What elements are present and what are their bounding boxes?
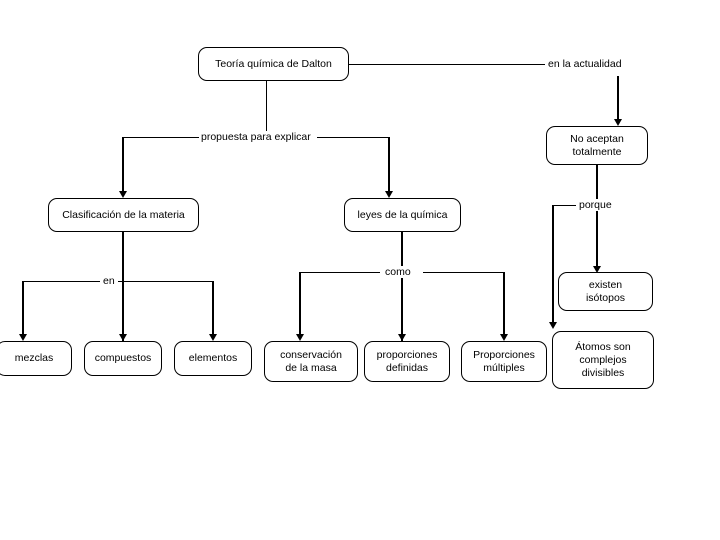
node-label-line-2: complejos bbox=[579, 353, 627, 366]
node-atomos-son-complejos-divisibles[interactable]: Átomos son complejos divisibles bbox=[552, 331, 654, 389]
node-label-line-1: Átomos son bbox=[575, 340, 631, 353]
arrow-to-leyes bbox=[385, 191, 393, 198]
node-proporciones-definidas[interactable]: proporciones definidas bbox=[364, 341, 450, 382]
node-label-line-1: conservación bbox=[280, 348, 342, 361]
arrow-to-existen-isotopos bbox=[593, 266, 601, 273]
node-teoria-quimica-de-dalton[interactable]: Teoría química de Dalton bbox=[198, 47, 349, 81]
arrow-to-conservacion bbox=[296, 334, 304, 341]
connector-to-mezclas bbox=[22, 281, 24, 337]
node-label: Teoría química de Dalton bbox=[215, 57, 332, 70]
node-label: elementos bbox=[188, 352, 238, 364]
node-label-line-2: isótopos bbox=[585, 291, 626, 304]
node-label-line-2: de la masa bbox=[285, 361, 337, 374]
arrow-to-elementos bbox=[209, 334, 217, 341]
arrow-to-no-aceptan bbox=[614, 119, 622, 126]
connector-en-bar-left bbox=[23, 281, 100, 282]
node-proporciones-multiples[interactable]: Proporciones múltiples bbox=[461, 341, 547, 382]
node-label: mezclas bbox=[14, 352, 54, 364]
node-clasificacion-de-la-materia[interactable]: Clasificación de la materia bbox=[48, 198, 199, 232]
connector-actualidad-to-no-aceptan bbox=[617, 76, 619, 124]
node-label-line-1: proporciones bbox=[376, 348, 438, 361]
connector-porque-drop bbox=[552, 205, 554, 325]
connector-como-bar-right bbox=[423, 272, 504, 273]
node-label-line-1: No aceptan bbox=[570, 132, 624, 145]
node-label-line-3: divisibles bbox=[581, 366, 625, 379]
node-label: leyes de la química bbox=[357, 208, 448, 221]
edge-label-como: como bbox=[383, 266, 413, 278]
arrow-to-compuestos bbox=[119, 334, 127, 341]
arrow-to-clasificacion bbox=[119, 191, 127, 198]
node-elementos[interactable]: elementos bbox=[174, 341, 252, 376]
node-compuestos[interactable]: compuestos bbox=[84, 341, 162, 376]
arrow-to-proporciones-multiples bbox=[500, 334, 508, 341]
node-label-line-1: Proporciones bbox=[473, 348, 535, 361]
connector-como-bar-left bbox=[300, 272, 380, 273]
connector-dalton-to-actualidad bbox=[349, 64, 545, 65]
arrow-to-mezclas bbox=[19, 334, 27, 341]
arrow-to-proporciones-definidas bbox=[398, 334, 406, 341]
connector-en-bar-right bbox=[118, 281, 213, 282]
connector-to-clasificacion bbox=[122, 137, 124, 194]
node-leyes-de-la-quimica[interactable]: leyes de la química bbox=[344, 198, 461, 232]
arrow-to-atomos-son-complejos bbox=[549, 322, 557, 329]
edge-label-en: en bbox=[101, 275, 117, 287]
connector-clasificacion-stem bbox=[122, 232, 124, 342]
connector-propuesta-bar-right bbox=[317, 137, 390, 138]
node-label-line-2: múltiples bbox=[483, 361, 525, 374]
edge-label-propuesta-para-explicar: propuesta para explicar bbox=[199, 131, 313, 143]
node-existen-isotopos[interactable]: existen isótopos bbox=[558, 272, 653, 311]
connector-to-proporciones-multiples bbox=[503, 272, 505, 337]
node-label-line-2: definidas bbox=[385, 361, 429, 374]
connector-leyes-stem bbox=[401, 232, 403, 342]
node-label-line-2: totalmente bbox=[572, 145, 622, 158]
edge-label-en-la-actualidad: en la actualidad bbox=[546, 58, 624, 70]
connector-to-conservacion bbox=[299, 272, 301, 337]
node-label: compuestos bbox=[94, 352, 152, 364]
node-label-line-1: existen bbox=[588, 278, 623, 291]
connector-propuesta-bar-left bbox=[123, 137, 199, 138]
node-label: Clasificación de la materia bbox=[62, 208, 185, 221]
connector-porque-bar bbox=[553, 205, 576, 206]
node-no-aceptan-totalmente[interactable]: No aceptan totalmente bbox=[546, 126, 648, 165]
node-mezclas[interactable]: mezclas bbox=[0, 341, 72, 376]
connector-no-aceptan-stem bbox=[596, 165, 598, 270]
edge-label-porque: porque bbox=[577, 199, 614, 211]
connector-dalton-stem bbox=[266, 81, 267, 137]
connector-to-elementos bbox=[212, 281, 214, 337]
node-conservacion-de-la-masa[interactable]: conservación de la masa bbox=[264, 341, 358, 382]
connector-to-leyes bbox=[388, 137, 390, 194]
